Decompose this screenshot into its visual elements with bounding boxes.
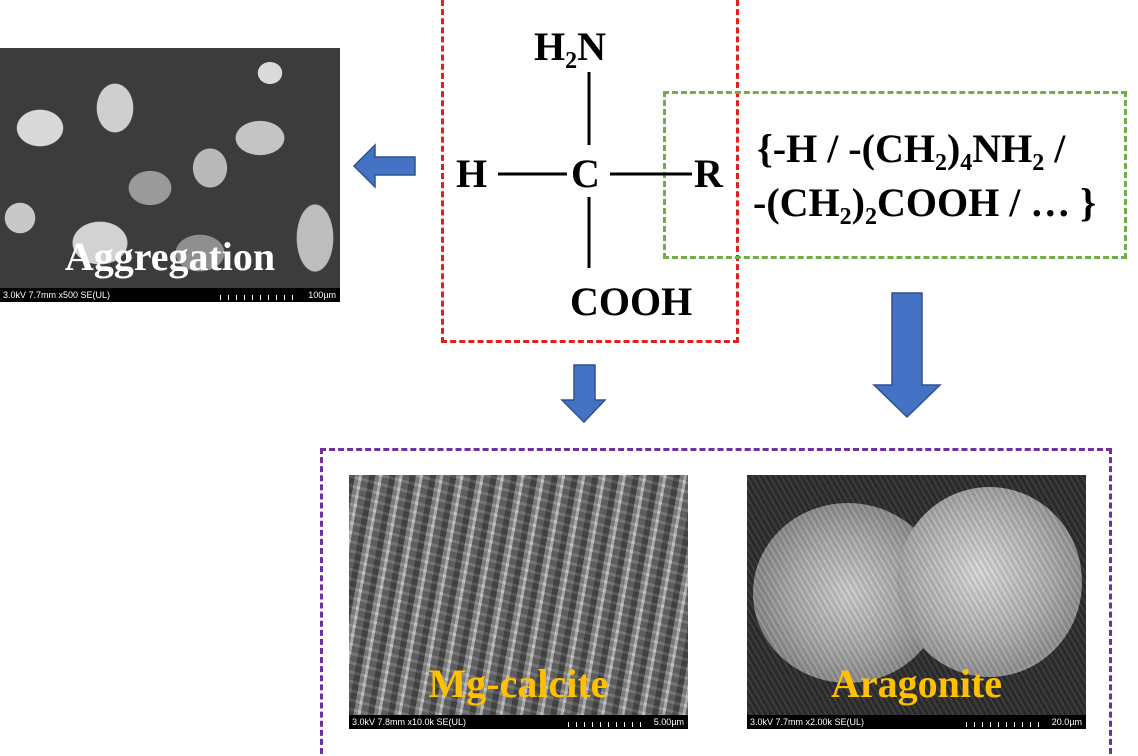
alpha-carbon: C <box>571 151 600 196</box>
sem-scale: 100µm <box>308 290 336 300</box>
backbone-box <box>441 0 739 343</box>
carboxyl-group: COOH <box>570 279 693 324</box>
down-arrow-right <box>872 292 942 419</box>
caption-aragonite: Aragonite <box>830 661 1003 706</box>
product-box <box>320 448 1112 754</box>
caption-mg-calcite: Mg-calcite <box>428 661 609 706</box>
r-group: R <box>694 151 723 196</box>
scale-ticks <box>568 722 648 727</box>
down-arrow-center <box>560 364 607 424</box>
scale-ticks <box>966 722 1046 727</box>
sem-meta: 3.0kV 7.7mm x2.00k SE(UL) <box>750 717 865 727</box>
sem-meta: 3.0kV 7.7mm x500 SE(UL) <box>3 290 111 300</box>
aragonite-sphere-right <box>897 487 1082 677</box>
sem-scale: 20.0µm <box>1051 717 1082 727</box>
left-arrow <box>352 143 416 189</box>
sem-info-bar: 3.0kV 7.8mm x10.0k SE(UL) 5.00µm <box>349 715 688 729</box>
amine-group: H2N <box>534 24 607 75</box>
side-chain-line-1: {-H / -(CH2)4NH2 / <box>757 126 1066 177</box>
sem-meta: 3.0kV 7.8mm x10.0k SE(UL) <box>352 717 467 727</box>
sem-info-bar: 3.0kV 7.7mm x2.00k SE(UL) 20.0µm <box>747 715 1086 729</box>
side-chain-line-2: -(CH2)2COOH / … } <box>753 180 1097 231</box>
sem-image-mg-calcite: Mg-calcite 3.0kV 7.8mm x10.0k SE(UL) 5.0… <box>349 475 688 729</box>
sem-image-aragonite: Aragonite 3.0kV 7.7mm x2.00k SE(UL) 20.0… <box>747 475 1086 729</box>
hydrogen-atom: H <box>456 151 488 196</box>
sem-scale: 5.00µm <box>653 717 684 727</box>
caption-aggregation: Aggregation <box>64 234 276 279</box>
scale-ticks <box>220 295 300 300</box>
sem-image-aggregation: Aggregation 3.0kV 7.7mm x500 SE(UL) 100µ… <box>0 48 340 302</box>
sem-info-bar: 3.0kV 7.7mm x500 SE(UL) 100µm <box>0 288 340 302</box>
